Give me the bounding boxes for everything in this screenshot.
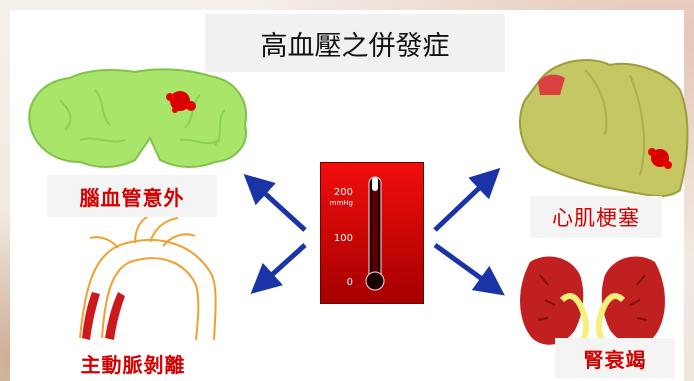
thermometer-icon: 200 mmHg 100 0 (320, 162, 424, 304)
heart-icon (519, 59, 689, 198)
arrow-to-stroke (243, 173, 307, 232)
arrows (243, 167, 505, 296)
aorta-dissection-mark-left (82, 292, 100, 340)
slide-title: 高血壓之併發症 (205, 14, 505, 72)
gauge-tick-100: 100 (333, 233, 353, 244)
gauge-tick-0: 0 (346, 277, 353, 288)
label-aortic-dissection: 主動脈剝離 (80, 353, 186, 377)
label-renal-failure: 腎衰竭 (555, 338, 675, 378)
arrow-to-kidney (433, 242, 505, 296)
brain-icon (28, 68, 247, 168)
kidney-icon (520, 256, 665, 348)
aorta-icon (79, 214, 217, 341)
arrow-to-aorta (250, 243, 307, 295)
aorta-dissection-mark-right (105, 292, 125, 340)
label-heart-attack: 心肌梗塞 (530, 196, 662, 238)
gauge-unit: mmHg (329, 199, 353, 207)
label-stroke: 腦血管意外 (47, 175, 217, 217)
gauge-tick-200: 200 (333, 187, 353, 198)
thermometer-tube (365, 176, 385, 291)
arrow-to-heart (433, 167, 501, 232)
